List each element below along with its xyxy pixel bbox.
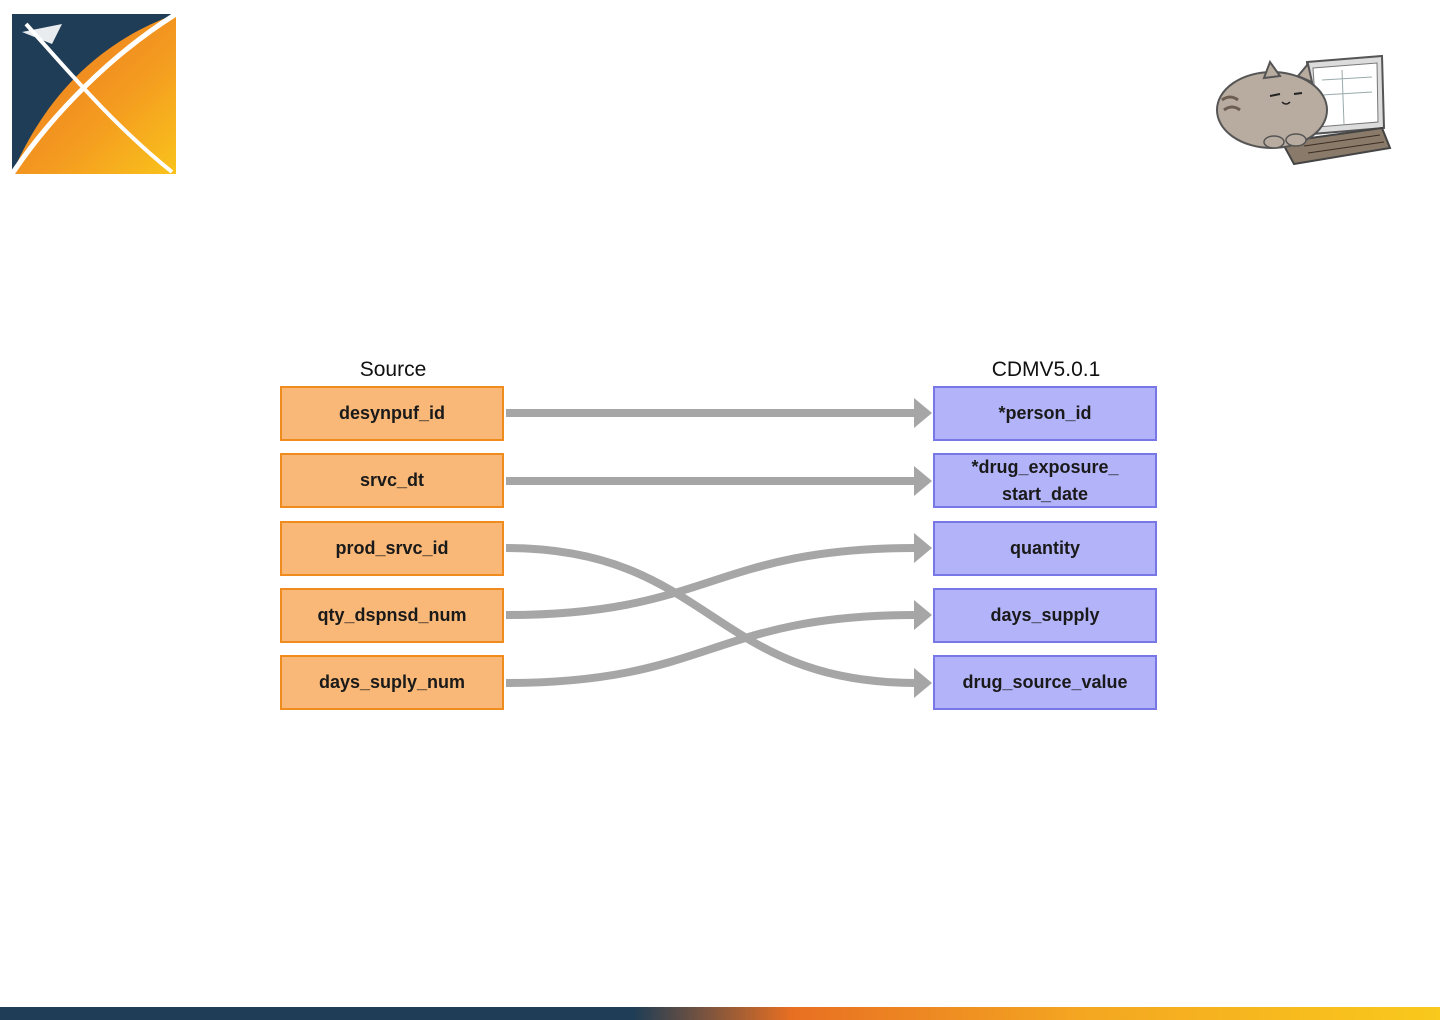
target-field-label: *person_id	[998, 400, 1091, 426]
source-field-label: desynpuf_id	[339, 400, 445, 426]
target-field-label: days_supply	[990, 602, 1099, 628]
field-mapping-diagram: Source CDMV5.0.1 desynpuf_id srvc_dt pro…	[270, 350, 1170, 730]
source-field-days-suply-num: days_suply_num	[280, 655, 504, 710]
source-field-label: prod_srvc_id	[335, 535, 448, 561]
source-field-label: qty_dspnsd_num	[317, 602, 466, 628]
target-field-quantity: quantity	[933, 521, 1157, 576]
mapping-arrow-head	[914, 466, 932, 496]
ohdsi-logo-icon	[12, 14, 176, 174]
source-field-qty-dspnsd-num: qty_dspnsd_num	[280, 588, 504, 643]
target-field-person-id: *person_id	[933, 386, 1157, 441]
source-column-header: Source	[280, 358, 506, 382]
target-field-label: quantity	[1010, 535, 1080, 561]
target-field-drug-source-value: drug_source_value	[933, 655, 1157, 710]
mapping-arrow-head	[914, 398, 932, 428]
mapping-arrow-line	[506, 548, 916, 615]
target-field-label: *drug_exposure_ start_date	[971, 454, 1118, 506]
mapping-arrow-head	[914, 668, 932, 698]
source-field-srvc-dt: srvc_dt	[280, 453, 504, 508]
source-field-label: days_suply_num	[319, 669, 465, 695]
source-field-prod-srvc-id: prod_srvc_id	[280, 521, 504, 576]
target-field-label: drug_source_value	[962, 669, 1127, 695]
mapping-arrow-head	[914, 600, 932, 630]
mapping-arrow-line	[506, 615, 916, 683]
target-field-drug-exposure-start-date: *drug_exposure_ start_date	[933, 453, 1157, 508]
target-column-header: CDMV5.0.1	[933, 358, 1159, 382]
mapping-arrow-head	[914, 533, 932, 563]
source-field-desynpuf-id: desynpuf_id	[280, 386, 504, 441]
source-field-label: srvc_dt	[360, 467, 424, 493]
footer-gradient-bar	[0, 1007, 1440, 1020]
target-field-days-supply: days_supply	[933, 588, 1157, 643]
cat-laptop-icon	[1212, 50, 1392, 170]
